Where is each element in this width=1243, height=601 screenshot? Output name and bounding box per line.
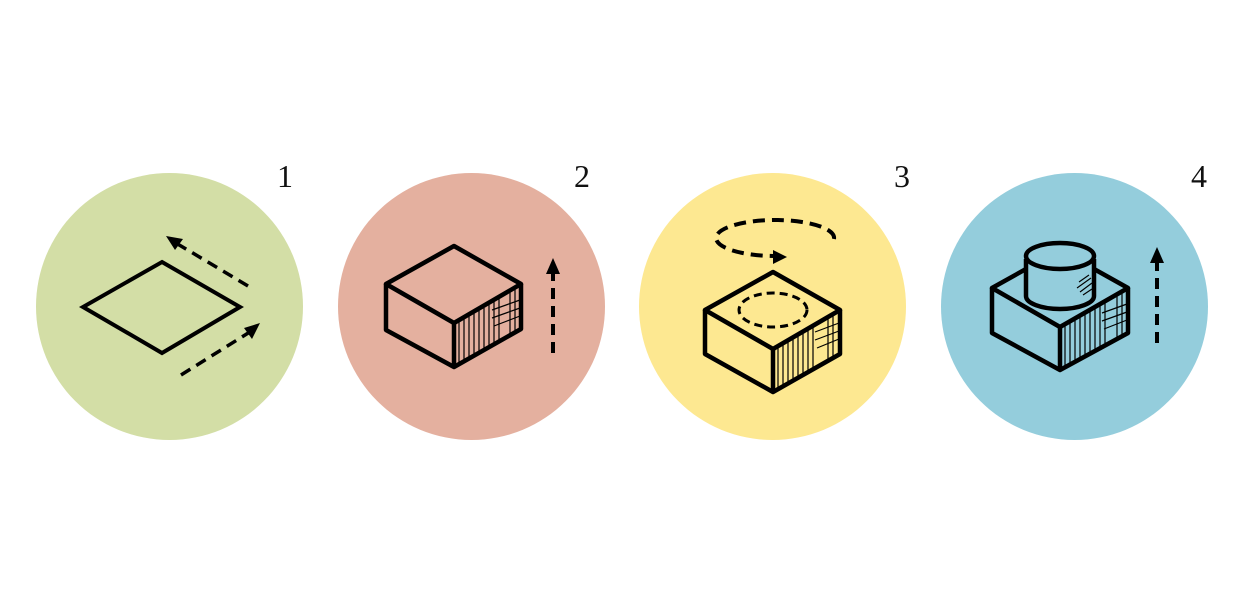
extrude-box-icon [383,243,560,370]
sketch-plane-icon [78,236,260,377]
step-circle [639,173,906,440]
boss-extrude-icon [989,240,1164,373]
step-number: 4 [1191,158,1207,194]
step-4: 4 [925,150,1225,450]
step-number: 1 [277,158,293,194]
step-2: 2 [322,150,622,450]
step-3: 3 [623,150,923,450]
step-circle [338,173,605,440]
sketch-on-face-icon [702,218,843,395]
step-number: 2 [574,158,590,194]
step-number: 3 [894,158,910,194]
step-1: 1 [20,150,320,450]
